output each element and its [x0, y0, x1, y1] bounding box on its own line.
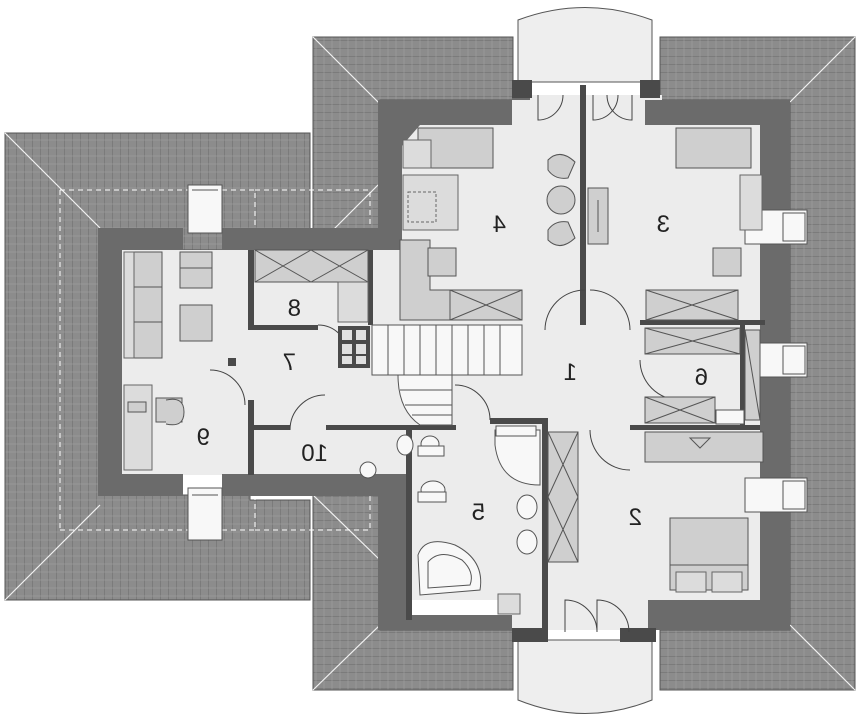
room-3-label: 3: [657, 211, 670, 238]
room-9-label: 9: [197, 424, 210, 451]
walls: [98, 80, 790, 642]
furniture: [123, 127, 764, 615]
room-8-label: 8: [288, 295, 301, 322]
room-5-label: 5: [472, 499, 485, 526]
balcony-top: [517, 7, 653, 83]
room-10-label: 10: [301, 440, 328, 467]
room-4-label: 4: [493, 211, 506, 238]
staircase: [371, 324, 523, 426]
room-7-label: 7: [283, 349, 296, 376]
room-2-label: 2: [629, 504, 642, 531]
windows: [187, 184, 808, 541]
room-6-label: 6: [695, 364, 708, 391]
room-labels: 1 2 3 4 5 6 7 8 9 10: [197, 211, 708, 531]
room-1-label: 1: [564, 359, 577, 386]
balcony-bottom: [517, 639, 653, 714]
